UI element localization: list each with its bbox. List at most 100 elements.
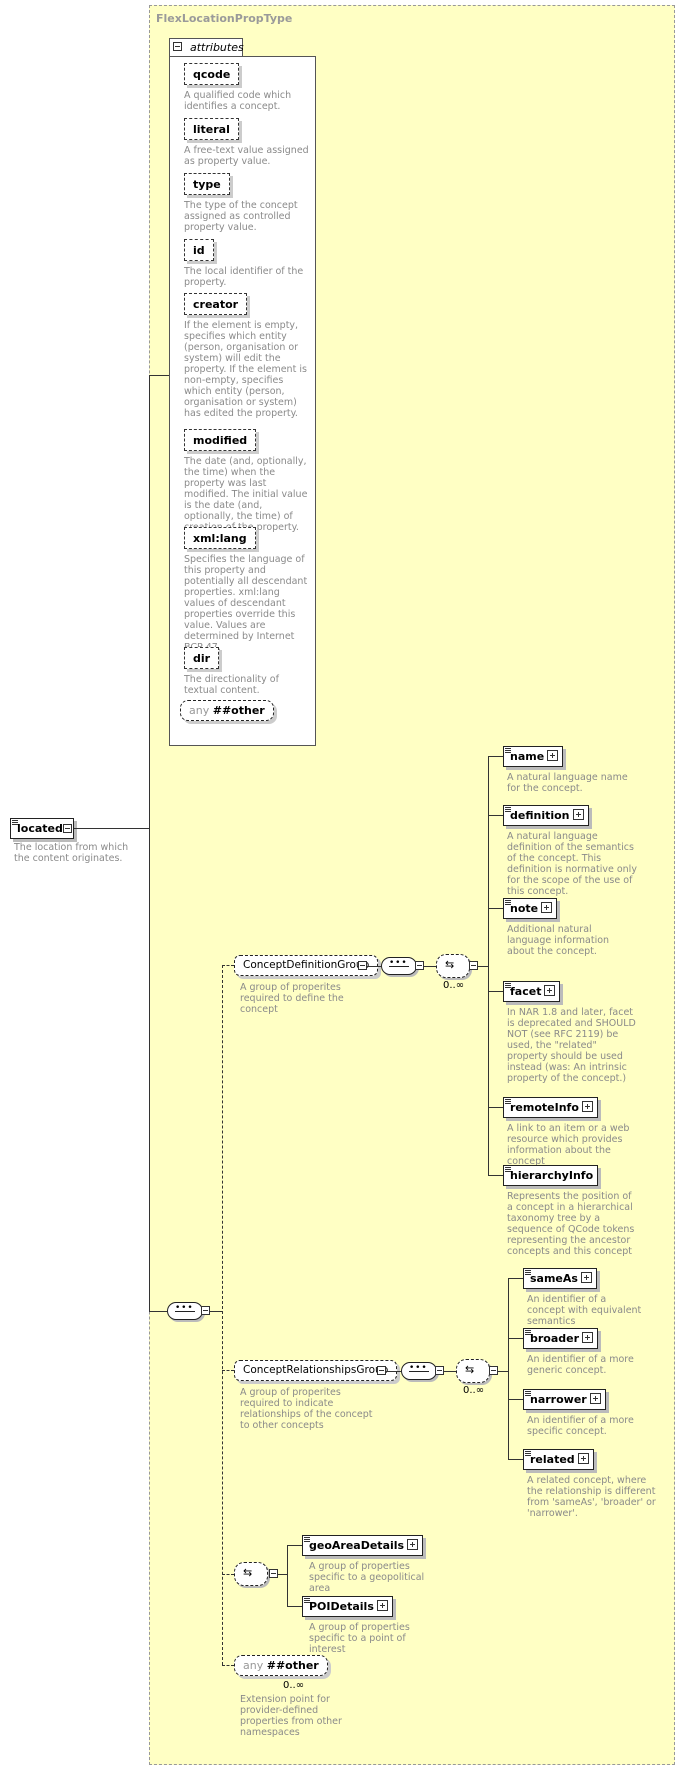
cdg-collapse-icon[interactable] <box>358 961 367 970</box>
concept-relationships-group[interactable]: ConceptRelationshipsGroup <box>234 1360 398 1381</box>
crg-description: A group of properites required to indica… <box>240 1387 373 1431</box>
cdg-bus-remoteinfo <box>488 1107 503 1108</box>
attributes-connector-h <box>149 375 169 376</box>
cdg-bus-facet <box>488 991 503 992</box>
main-seq-connector-v <box>149 828 150 1311</box>
attribute-modified-description: The date (and, optionally, the time) whe… <box>184 456 308 533</box>
cdg-bus-note <box>488 908 503 909</box>
attribute-dir[interactable]: dir <box>184 647 220 669</box>
element-narrower-description: An identifier of a more specific concept… <box>527 1415 634 1437</box>
geo-bus-poidetails <box>287 1606 302 1607</box>
element-hierarchyinfo[interactable]: hierarchyInfo <box>503 1165 599 1186</box>
main-sequence-icon[interactable] <box>167 1302 203 1320</box>
element-narrower[interactable]: narrower <box>523 1389 606 1410</box>
main-sequence-collapse-icon[interactable] <box>201 1306 210 1315</box>
element-note-description: Additional natural language information … <box>507 924 610 957</box>
main-seq-bus <box>222 965 223 1665</box>
crg-collapse-icon[interactable] <box>377 1366 386 1375</box>
attributes-panel <box>169 56 316 746</box>
main-seq-out <box>210 1311 222 1312</box>
expand-icon[interactable] <box>589 1393 601 1404</box>
any-other-description: Extension point for provider-defined pro… <box>240 1694 342 1738</box>
expand-icon[interactable] <box>541 902 553 913</box>
cdg-choice-glyph: ⇆ <box>445 958 455 971</box>
main-seq-connector-h <box>149 1311 167 1312</box>
element-note[interactable]: note <box>503 898 558 919</box>
cdg-sequence-collapse-icon[interactable] <box>415 961 424 970</box>
root-description: The location from which the content orig… <box>14 842 129 864</box>
root-collapse-icon[interactable] <box>63 824 72 833</box>
cdg-description: A group of properites required to define… <box>240 982 344 1015</box>
attribute-literal[interactable]: literal <box>184 118 239 140</box>
crg-choice-glyph: ⇆ <box>465 1363 475 1376</box>
bus-to-any <box>222 1665 234 1666</box>
attribute-creator-description: If the element is empty, specifies which… <box>184 320 307 419</box>
geo-bus-geoareadetails <box>287 1545 302 1546</box>
attributes-collapse-icon[interactable] <box>173 42 182 51</box>
cdg-choice-out <box>478 966 488 967</box>
bus-to-cdg <box>222 965 234 966</box>
cdg-sequence-icon[interactable] <box>381 957 417 975</box>
cdg-children-bus <box>488 756 489 1175</box>
crg-bus-related <box>508 1459 523 1460</box>
crg-choice-collapse-icon[interactable] <box>489 1366 498 1375</box>
element-name-description: A natural language name for the concept. <box>507 772 628 794</box>
element-broader-label: broader <box>530 1332 580 1345</box>
expand-icon[interactable] <box>577 1453 589 1464</box>
attribute-creator[interactable]: creator <box>184 293 248 315</box>
attribute-xml-lang[interactable]: xml:lang <box>184 527 256 549</box>
expand-icon[interactable] <box>572 809 584 820</box>
element-broader-description: An identifier of a more generic concept. <box>527 1354 634 1376</box>
crg-sequence-icon[interactable] <box>401 1362 437 1380</box>
crg-children-bus <box>508 1278 509 1459</box>
cdg-choice-collapse-icon[interactable] <box>469 961 478 970</box>
crg-occurrence: 0..∞ <box>463 1385 485 1396</box>
expand-icon[interactable] <box>547 750 559 761</box>
attribute-xml-lang-description: Specifies the language of this property … <box>184 554 308 653</box>
expand-icon[interactable] <box>376 1600 388 1611</box>
element-poidetails[interactable]: POIDetails <box>302 1596 393 1617</box>
attribute-any-other[interactable]: any ##other <box>180 700 274 721</box>
element-geoareadetails-label: geoAreaDetails <box>309 1539 405 1552</box>
root-element-label: located <box>17 822 63 835</box>
element-geoareadetails-description: A group of properties specific to a geop… <box>309 1561 425 1594</box>
attribute-modified[interactable]: modified <box>184 429 257 451</box>
cdg-choice-icon[interactable]: ⇆ <box>436 954 470 978</box>
element-facet[interactable]: facet <box>503 981 561 1002</box>
root-element-located[interactable]: located <box>10 818 74 839</box>
expand-icon[interactable] <box>544 985 556 996</box>
expand-icon[interactable] <box>407 1539 419 1550</box>
element-related[interactable]: related <box>523 1449 594 1470</box>
cdg-bus-name <box>488 756 503 757</box>
element-sameas[interactable]: sameAs <box>523 1268 597 1289</box>
attribute-type[interactable]: type <box>184 173 230 195</box>
element-definition[interactable]: definition <box>503 805 589 826</box>
geo-choice-icon[interactable]: ⇆ <box>234 1562 268 1586</box>
crg-bus-narrower <box>508 1399 523 1400</box>
expand-icon[interactable] <box>581 1101 593 1112</box>
attribute-qcode[interactable]: qcode <box>184 63 240 85</box>
cdg-bus-hierarchyinfo <box>488 1175 503 1176</box>
element-remoteinfo-label: remoteInfo <box>510 1101 579 1114</box>
attribute-dir-description: The directionality of textual content. <box>184 674 279 696</box>
concept-definition-group[interactable]: ConceptDefinitionGroup <box>234 955 379 976</box>
cdg-bus-definition <box>488 815 503 816</box>
expand-icon[interactable] <box>580 1272 592 1283</box>
attribute-id[interactable]: id <box>184 239 214 261</box>
geo-choice-collapse-icon[interactable] <box>269 1569 278 1578</box>
any-other-value: ##other <box>266 1659 319 1672</box>
element-poidetails-description: A group of properties specific to a poin… <box>309 1622 410 1655</box>
attributes-label: attributes <box>190 41 244 54</box>
crg-sequence-collapse-icon[interactable] <box>435 1366 444 1375</box>
attributes-tab[interactable]: attributes <box>169 38 244 56</box>
element-any-other[interactable]: any ##other <box>234 1655 328 1676</box>
element-name-label: name <box>510 750 545 763</box>
expand-icon[interactable] <box>582 1332 594 1343</box>
any-value: ##other <box>212 704 265 717</box>
crg-bus-broader <box>508 1338 523 1339</box>
element-remoteinfo[interactable]: remoteInfo <box>503 1097 598 1118</box>
element-broader[interactable]: broader <box>523 1328 599 1349</box>
element-geoareadetails[interactable]: geoAreaDetails <box>302 1535 424 1556</box>
crg-choice-icon[interactable]: ⇆ <box>456 1359 490 1383</box>
element-name[interactable]: name <box>503 746 564 767</box>
